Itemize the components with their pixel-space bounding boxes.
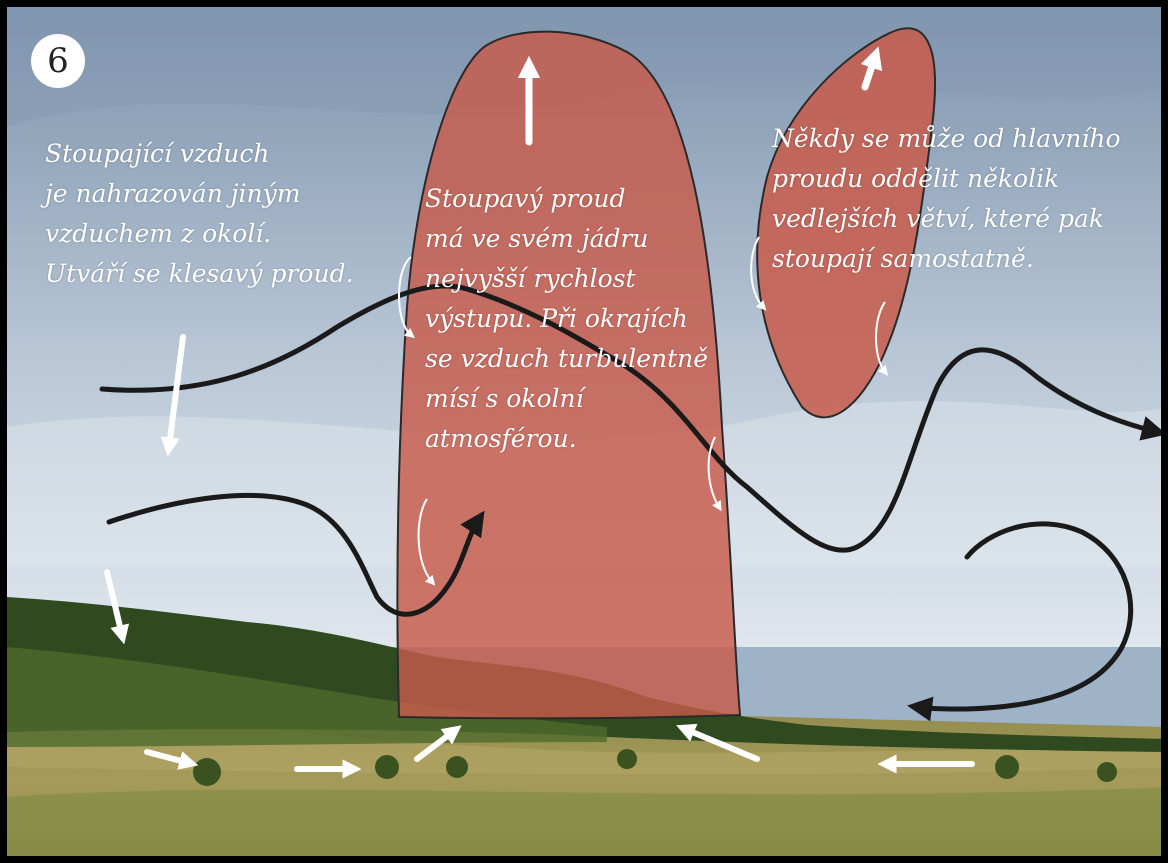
- figure-frame: 6 Stoupající vzduch je nahrazován jiným …: [4, 4, 1164, 859]
- updraft-text: Stoupavý proud má ve svém jádru nejvyšší…: [425, 179, 715, 459]
- field-foreground: [7, 787, 1164, 859]
- branches-text: Někdy se může od hlavního proudu oddělit…: [772, 119, 1162, 279]
- figure-number: 6: [31, 34, 85, 88]
- downdraft-text: Stoupající vzduch je nahrazován jiným vz…: [45, 134, 385, 294]
